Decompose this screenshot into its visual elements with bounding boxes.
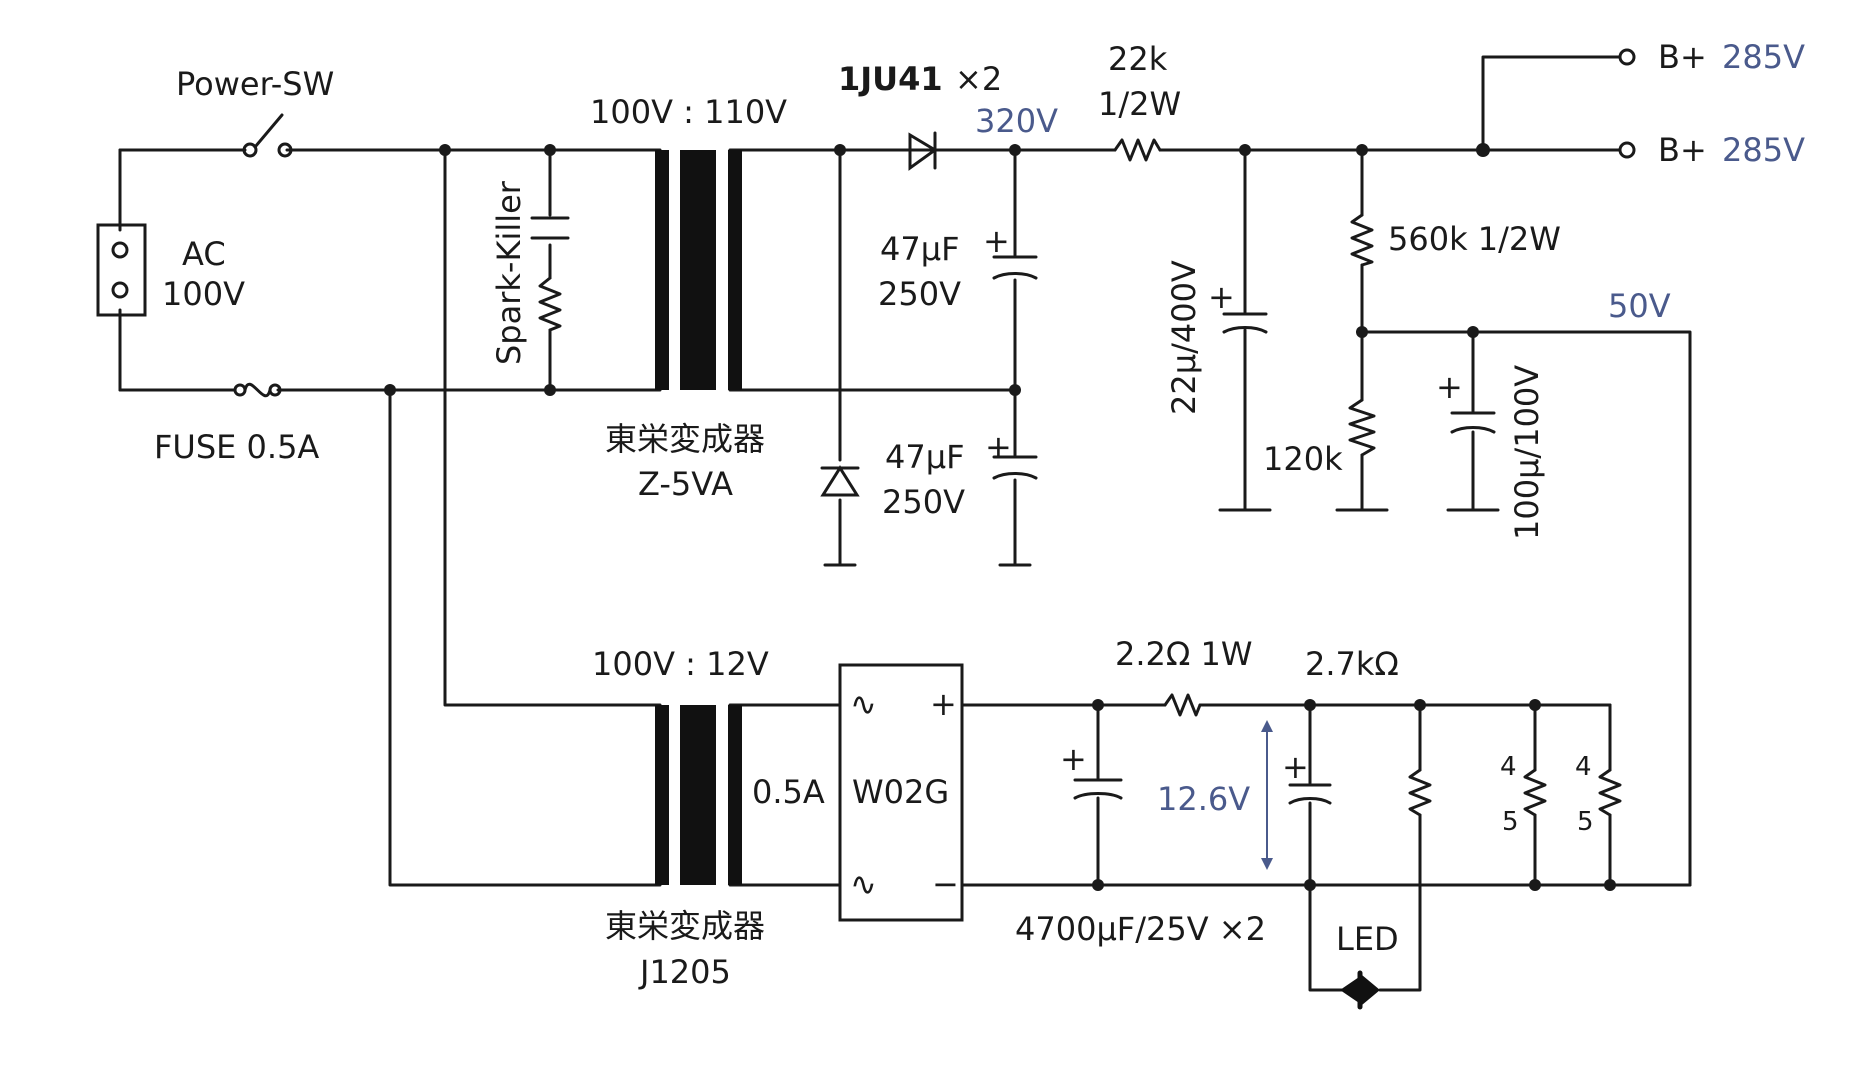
bridge-minus-label: − [932,865,959,903]
ac-outlet [96,223,147,317]
transformer-2-model-label: J1205 [638,953,731,991]
transformer-2-ratio-label: 100V : 12V [592,645,769,683]
r2-7k-label: 2.7kΩ [1305,645,1399,683]
capacitor-47uf-2 [992,455,1038,480]
led [1340,970,1380,1010]
c4700-1-plus: + [1060,740,1087,778]
led-label: LED [1336,920,1399,958]
diode-mult-label: ×2 [955,60,1002,98]
output-12-6v-label: 12.6V [1157,780,1250,818]
bridge-plus-label: + [930,685,957,723]
heater-1-pin-a: 4 [1500,752,1517,782]
heater-1-pin-b: 5 [1502,807,1519,837]
ac-voltage-label: 100V [162,275,245,313]
transformer-1 [655,150,742,390]
c4700-2-plus: + [1282,748,1309,786]
transformer-2-current-label: 0.5A [752,773,825,811]
labels: Power-SW AC 100V FUSE 0.5A Spark-Killer … [154,38,1805,991]
power-switch-label: Power-SW [176,65,334,103]
heater-resistor-2 [1598,768,1622,817]
c4700-label: 4700μF/25V ×2 [1015,910,1266,948]
heater-2-pin-a: 4 [1575,752,1592,782]
c1-plus: + [983,222,1010,260]
node-50v-label: 50V [1608,287,1671,325]
fuse-label: FUSE 0.5A [154,428,319,466]
rectifier-diode-bottom [820,465,860,497]
capacitor-22u [1222,312,1268,334]
c1-value-label: 47μF [880,230,959,268]
capacitor-4700uf-2 [1288,783,1332,805]
spark-killer-label: Spark-Killer [490,180,528,365]
c2-value-label: 47μF [885,438,964,476]
bplus-2-voltage: 285V [1722,131,1805,169]
r560k-label: 560k 1/2W [1388,220,1561,258]
c22-plus: + [1208,278,1235,316]
resistor-2-7k [1408,768,1432,817]
junction-dots [384,143,1616,891]
capacitor-4700uf-1 [1073,778,1123,800]
ac-label: AC [182,235,226,273]
resistor-22k [1113,138,1162,162]
c2-volt-label: 250V [882,483,965,521]
bridge-model-label: W02G [852,773,949,811]
heater-2-pin-b: 5 [1577,807,1594,837]
transformer-1-model-label: Z-5VA [638,465,733,503]
capacitor-100u [1450,411,1496,434]
capacitor-47uf-1 [992,255,1038,280]
bplus-2-label: B+ [1658,131,1707,169]
rectifier-diode-top [908,131,938,171]
node-320v-label: 320V [975,102,1058,140]
c100-label: 100μ/100V [1508,365,1546,540]
resistor-120k [1348,398,1376,457]
resistor-560k [1350,213,1374,267]
c22-label: 22μ/400V [1165,260,1203,415]
bridge-rectifier [838,663,964,922]
wiring [118,55,1692,992]
bridge-ac2-label: ∿ [850,865,877,903]
transformer-1-maker-label: 東栄変成器 [605,420,765,458]
bplus-1-label: B+ [1658,38,1707,76]
bplus-terminals [1618,48,1636,159]
c2-plus: + [985,428,1012,466]
heater-resistor-1 [1523,768,1547,817]
bridge-ac1-label: ∿ [850,685,877,723]
power-switch [242,113,293,158]
fuse [233,382,282,398]
r2-2ohm-label: 2.2Ω 1W [1115,635,1253,673]
diode-part-label: 1JU41 [838,60,943,98]
transformer-2 [655,705,742,885]
r22k-power-label: 1/2W [1098,85,1181,123]
r120k-label: 120k [1263,440,1343,478]
spark-killer [530,216,570,332]
bplus-1-voltage: 285V [1722,38,1805,76]
transformer-1-ratio-label: 100V : 110V [590,93,787,131]
c1-volt-label: 250V [878,275,961,313]
transformer-2-maker-label: 東栄変成器 [605,907,765,945]
c100-plus: + [1436,368,1463,406]
resistor-2-2ohm [1163,693,1202,717]
voltage-arrow-12-6v [1261,720,1273,870]
r22k-label: 22k [1108,40,1168,78]
